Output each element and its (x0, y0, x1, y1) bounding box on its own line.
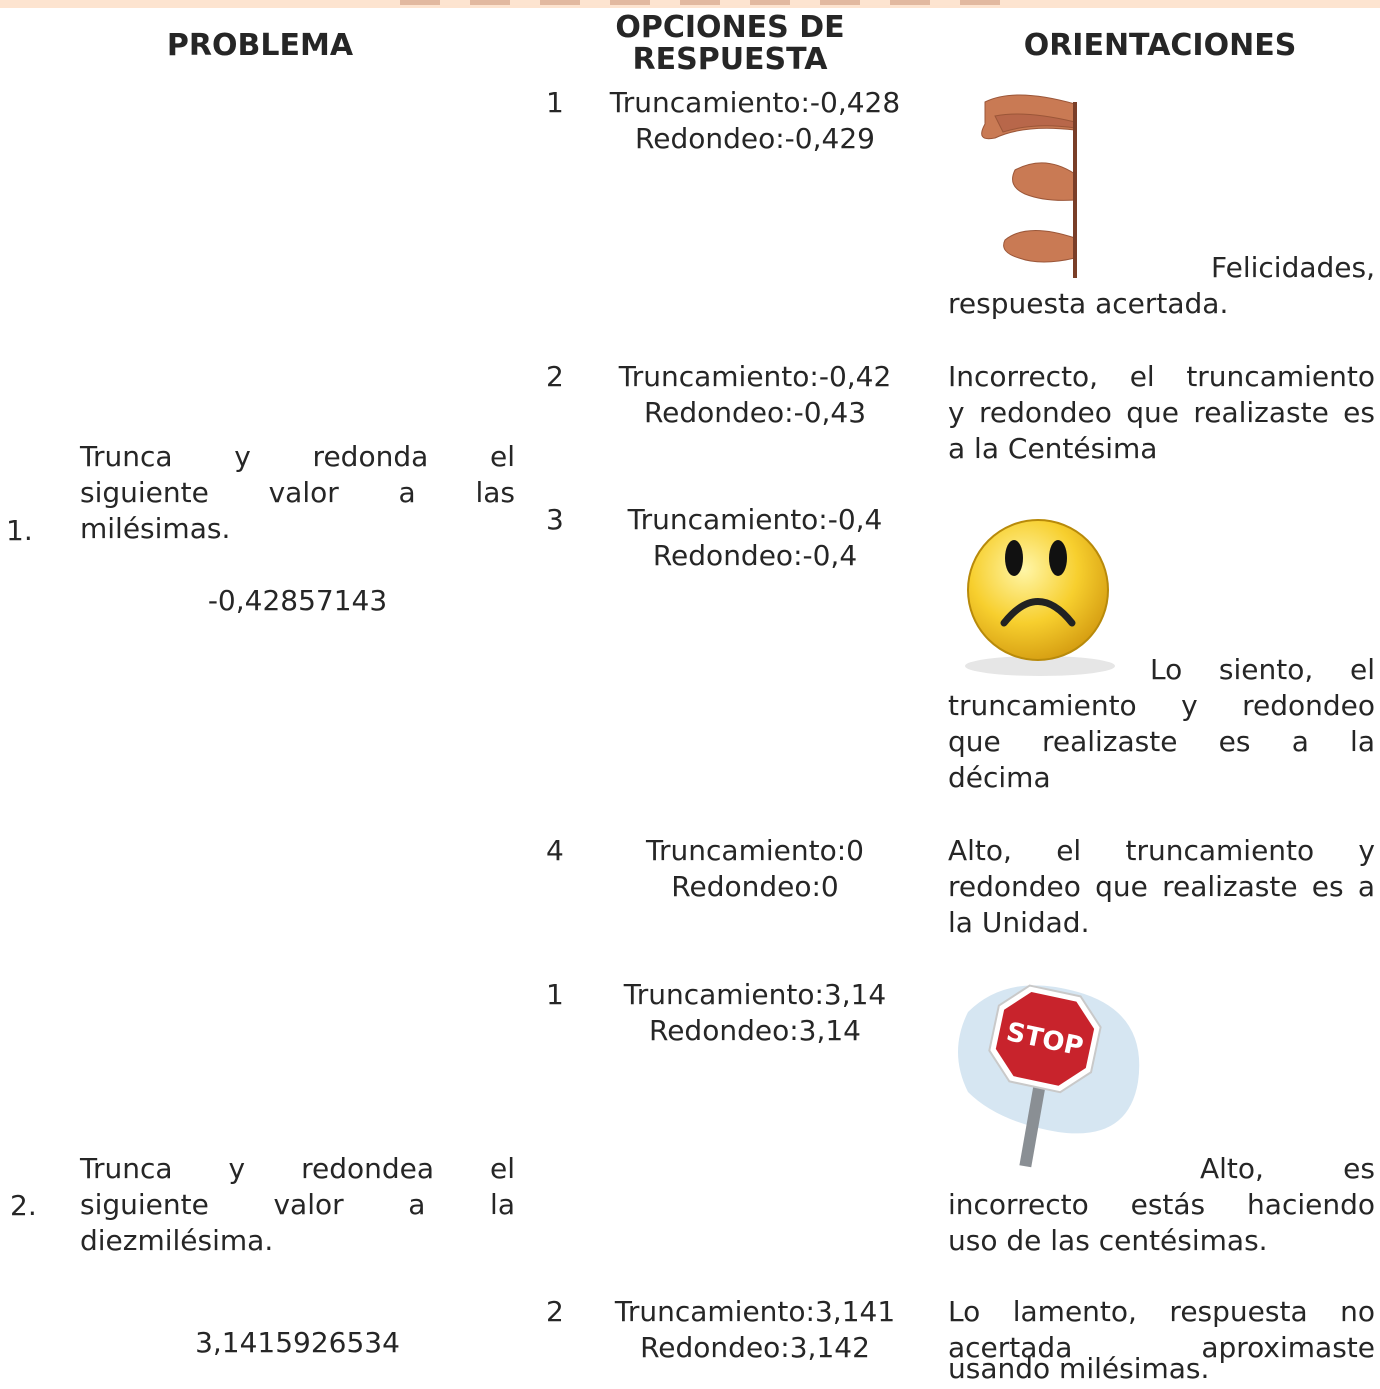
problem-1-line-2: siguiente valor a las (80, 476, 515, 509)
header-decoration-band (0, 0, 1380, 8)
option-6-truncamiento: Truncamiento:3,141 (614, 1295, 896, 1328)
feedback-5-line-1: Alto, es (1200, 1152, 1375, 1185)
stop-sign-icon: STOP (948, 972, 1148, 1172)
feedback-4-line-1: Alto, el truncamiento y (948, 834, 1375, 867)
feedback-5-line-3: uso de las centésimas. (948, 1224, 1268, 1257)
option-index: 3 (546, 503, 564, 536)
option-4-redondeo: Redondeo:0 (671, 870, 839, 903)
option-2-truncamiento: Truncamiento:-0,42 (618, 360, 892, 393)
option-index: 1 (546, 86, 564, 119)
problem-2-line-3: diezmilésima. (80, 1224, 274, 1257)
problem-2-line-1: Trunca y redondea el (80, 1152, 515, 1185)
feedback-2-line-3: a la Centésima (948, 432, 1158, 465)
sad-face-icon (950, 518, 1130, 683)
feedback-2-line-1: Incorrecto, el truncamiento (948, 360, 1375, 393)
option-3-redondeo: Redondeo:-0,4 (652, 539, 858, 572)
problem-1-line-3: milésimas. (80, 512, 231, 545)
problem-2-number: 2. (10, 1189, 37, 1222)
feedback-4-line-2: redondeo que realizaste es a (948, 870, 1375, 903)
feedback-3-line-2: truncamiento y redondeo (948, 689, 1375, 722)
option-index: 1 (546, 978, 564, 1011)
feedback-1-line-1: Felicidades, (1211, 251, 1375, 284)
header-problema: PROBLEMA (166, 28, 354, 63)
header-opciones: OPCIONES DE RESPUESTA (615, 10, 845, 77)
feedback-6-line-2: acertada aproximaste (948, 1331, 1375, 1364)
option-5-redondeo: Redondeo:3,14 (649, 1014, 861, 1047)
option-1-truncamiento: Truncamiento:-0,428 (609, 86, 901, 119)
problem-1-value: -0,42857143 (207, 584, 388, 617)
option-index: 2 (546, 360, 564, 393)
feedback-5-line-2: incorrecto estás haciendo (948, 1188, 1375, 1221)
option-1-redondeo: Redondeo:-0,429 (635, 122, 875, 155)
problem-2-value: 3,1415926534 (195, 1326, 400, 1359)
option-3-truncamiento: Truncamiento:-0,4 (627, 503, 883, 536)
problem-1-line-1: Trunca y redonda el (80, 440, 515, 473)
option-index: 2 (546, 1295, 564, 1328)
problem-2-line-2: siguiente valor a la (80, 1188, 515, 1221)
feedback-6-line-3: usando milésimas. (948, 1352, 1210, 1385)
option-4-truncamiento: Truncamiento:0 (646, 834, 864, 867)
feedback-3-line-4: décima (948, 761, 1051, 794)
feedback-3-line-1: Lo siento, el (1150, 653, 1375, 686)
header-orientaciones: ORIENTACIONES (1023, 28, 1297, 63)
feedback-1-line-2: respuesta acertada. (948, 287, 1229, 320)
feedback-2-line-2: y redondeo que realizaste es (948, 396, 1375, 429)
option-5-truncamiento: Truncamiento:3,14 (623, 978, 887, 1011)
feedback-3-line-3: que realizaste es a la (948, 725, 1375, 758)
problem-1-number: 1. (6, 514, 33, 547)
option-2-redondeo: Redondeo:-0,43 (643, 396, 867, 429)
clapping-hands-icon (955, 82, 1077, 278)
option-6-redondeo: Redondeo:3,142 (640, 1331, 870, 1364)
feedback-6-line-1: Lo lamento, respuesta no (948, 1295, 1375, 1328)
option-index: 4 (546, 834, 564, 867)
feedback-4-line-3: la Unidad. (948, 906, 1090, 939)
